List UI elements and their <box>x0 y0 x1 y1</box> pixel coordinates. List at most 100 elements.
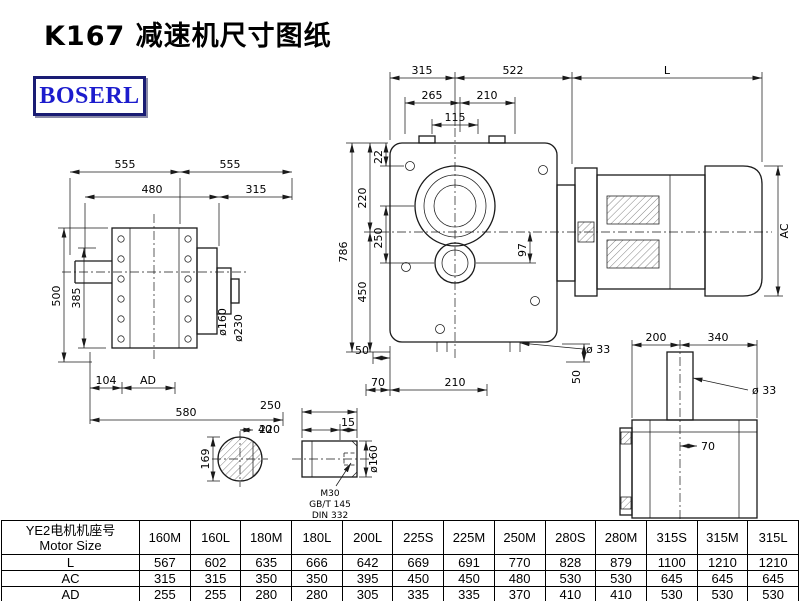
dim-label: ø230 <box>232 314 245 342</box>
dim-label: 315 <box>246 183 267 196</box>
dim-label: 169 <box>199 449 212 470</box>
table-cell: 280 <box>240 586 293 601</box>
dim-label: ø 33 <box>586 343 610 356</box>
table-cell: 370 <box>493 586 546 601</box>
table-cell: 1100 <box>645 554 698 571</box>
motor-size-label-en: Motor Size <box>39 537 102 553</box>
table-cell: 350 <box>240 570 293 587</box>
table-cell: 567 <box>139 554 191 571</box>
dim-label: 265 <box>422 89 443 102</box>
thread-spec: M30 <box>320 489 339 499</box>
dim-label: 250 <box>372 228 385 249</box>
dim-label: 450 <box>356 282 369 303</box>
column-header: 250M <box>493 520 546 555</box>
dim-label: 385 <box>70 288 83 309</box>
dim-label: 250 <box>260 399 281 412</box>
dim-label: 500 <box>50 286 63 307</box>
table-cell: 635 <box>240 554 293 571</box>
table-cell: 602 <box>189 554 242 571</box>
brand-logo: BOSERL <box>33 76 146 116</box>
dim-label: 50 <box>570 370 583 384</box>
table-cell: 255 <box>139 586 191 601</box>
dim-label: 97 <box>516 243 529 257</box>
dim-label: 70 <box>701 440 715 453</box>
dim-label: 210 <box>477 89 498 102</box>
table-cell: 480 <box>493 570 546 587</box>
column-header: 225M <box>443 520 495 555</box>
row-label: L <box>1 554 140 571</box>
dim-label: 522 <box>503 64 524 77</box>
column-header: 315M <box>696 520 749 555</box>
dim-label: ø160 <box>216 308 229 336</box>
dim-label: 50 <box>355 344 369 357</box>
table-cell: 691 <box>443 554 495 571</box>
table-row-L: L 567 602 635 666 642 669 691 770 828 87… <box>1 554 799 571</box>
table-cell: 315 <box>139 570 191 587</box>
table-cell: 450 <box>392 570 445 587</box>
column-header: 180M <box>240 520 293 555</box>
standard-gbt: GB/T 145 <box>309 500 351 510</box>
table-cell: 645 <box>747 570 799 587</box>
standard-din: DIN 332 <box>312 511 348 520</box>
dim-label: 555 <box>220 158 241 171</box>
table-cell: 530 <box>696 586 749 601</box>
row-label: AC <box>1 570 140 587</box>
table-cell: 350 <box>291 570 343 587</box>
table-cell: 642 <box>341 554 394 571</box>
dim-label: L <box>664 64 671 77</box>
dim-label: AD <box>140 374 156 387</box>
page-title: K167 减速机尺寸图纸 <box>44 21 332 52</box>
dim-label: 70 <box>371 376 385 389</box>
column-header: 280S <box>544 520 597 555</box>
column-header: 280M <box>595 520 647 555</box>
column-header: 180L <box>291 520 343 555</box>
dim-label: 40 <box>258 423 272 436</box>
shaft-end-view: 250 220 15 M30 GB/T 145 DIN 332 ø160 <box>259 399 380 520</box>
table-cell: 410 <box>595 586 647 601</box>
technical-drawing: 555 555 480 315 385 500 104 AD 580 ø160 … <box>50 64 791 520</box>
column-header: 160L <box>189 520 242 555</box>
table-cell: 315 <box>189 570 242 587</box>
table-cell: 530 <box>645 586 698 601</box>
dim-label: ø 33 <box>752 384 776 397</box>
motor-size-label-cn: YE2电机机座号 <box>25 522 116 538</box>
dim-label: 210 <box>445 376 466 389</box>
dim-label: 315 <box>412 64 433 77</box>
column-header: 160M <box>139 520 191 555</box>
table-cell: 280 <box>291 586 343 601</box>
left-side-view: 555 555 480 315 385 500 104 AD 580 ø160 … <box>50 158 293 426</box>
dim-label: 220 <box>259 423 280 436</box>
dim-label: 786 <box>337 242 350 263</box>
table-cell: 645 <box>696 570 749 587</box>
table-cell: 1210 <box>696 554 749 571</box>
table-cell: 879 <box>595 554 647 571</box>
table-cell: 1210 <box>747 554 799 571</box>
table-cell: 669 <box>392 554 445 571</box>
dim-label: ø160 <box>367 445 380 473</box>
motor-size-table: YE2电机机座号 Motor Size 160M 160L 180M 180L … <box>1 520 799 601</box>
dim-label: 104 <box>96 374 117 387</box>
table-cell: 530 <box>595 570 647 587</box>
dim-label: 340 <box>708 331 729 344</box>
table-cell: 305 <box>341 586 394 601</box>
row-label: AD <box>1 586 140 601</box>
dim-label: 220 <box>356 188 369 209</box>
dim-label: 22 <box>372 150 385 164</box>
column-header: 200L <box>341 520 394 555</box>
dim-label: 555 <box>115 158 136 171</box>
table-cell: 255 <box>189 586 242 601</box>
table-row-AD: AD 255 255 280 280 305 335 335 370 410 4… <box>1 586 799 601</box>
table-cell: 828 <box>544 554 597 571</box>
column-header: 315S <box>645 520 698 555</box>
table-cell: 395 <box>341 570 394 587</box>
column-header: 315L <box>747 520 799 555</box>
dim-label: 200 <box>646 331 667 344</box>
table-cell: 450 <box>443 570 495 587</box>
dim-label: 480 <box>142 183 163 196</box>
table-cell: 530 <box>544 570 597 587</box>
dim-label: 15 <box>341 416 355 429</box>
column-header: 225S <box>392 520 445 555</box>
table-cell: 770 <box>493 554 546 571</box>
dim-label: 115 <box>445 111 466 124</box>
table-cell: 666 <box>291 554 343 571</box>
